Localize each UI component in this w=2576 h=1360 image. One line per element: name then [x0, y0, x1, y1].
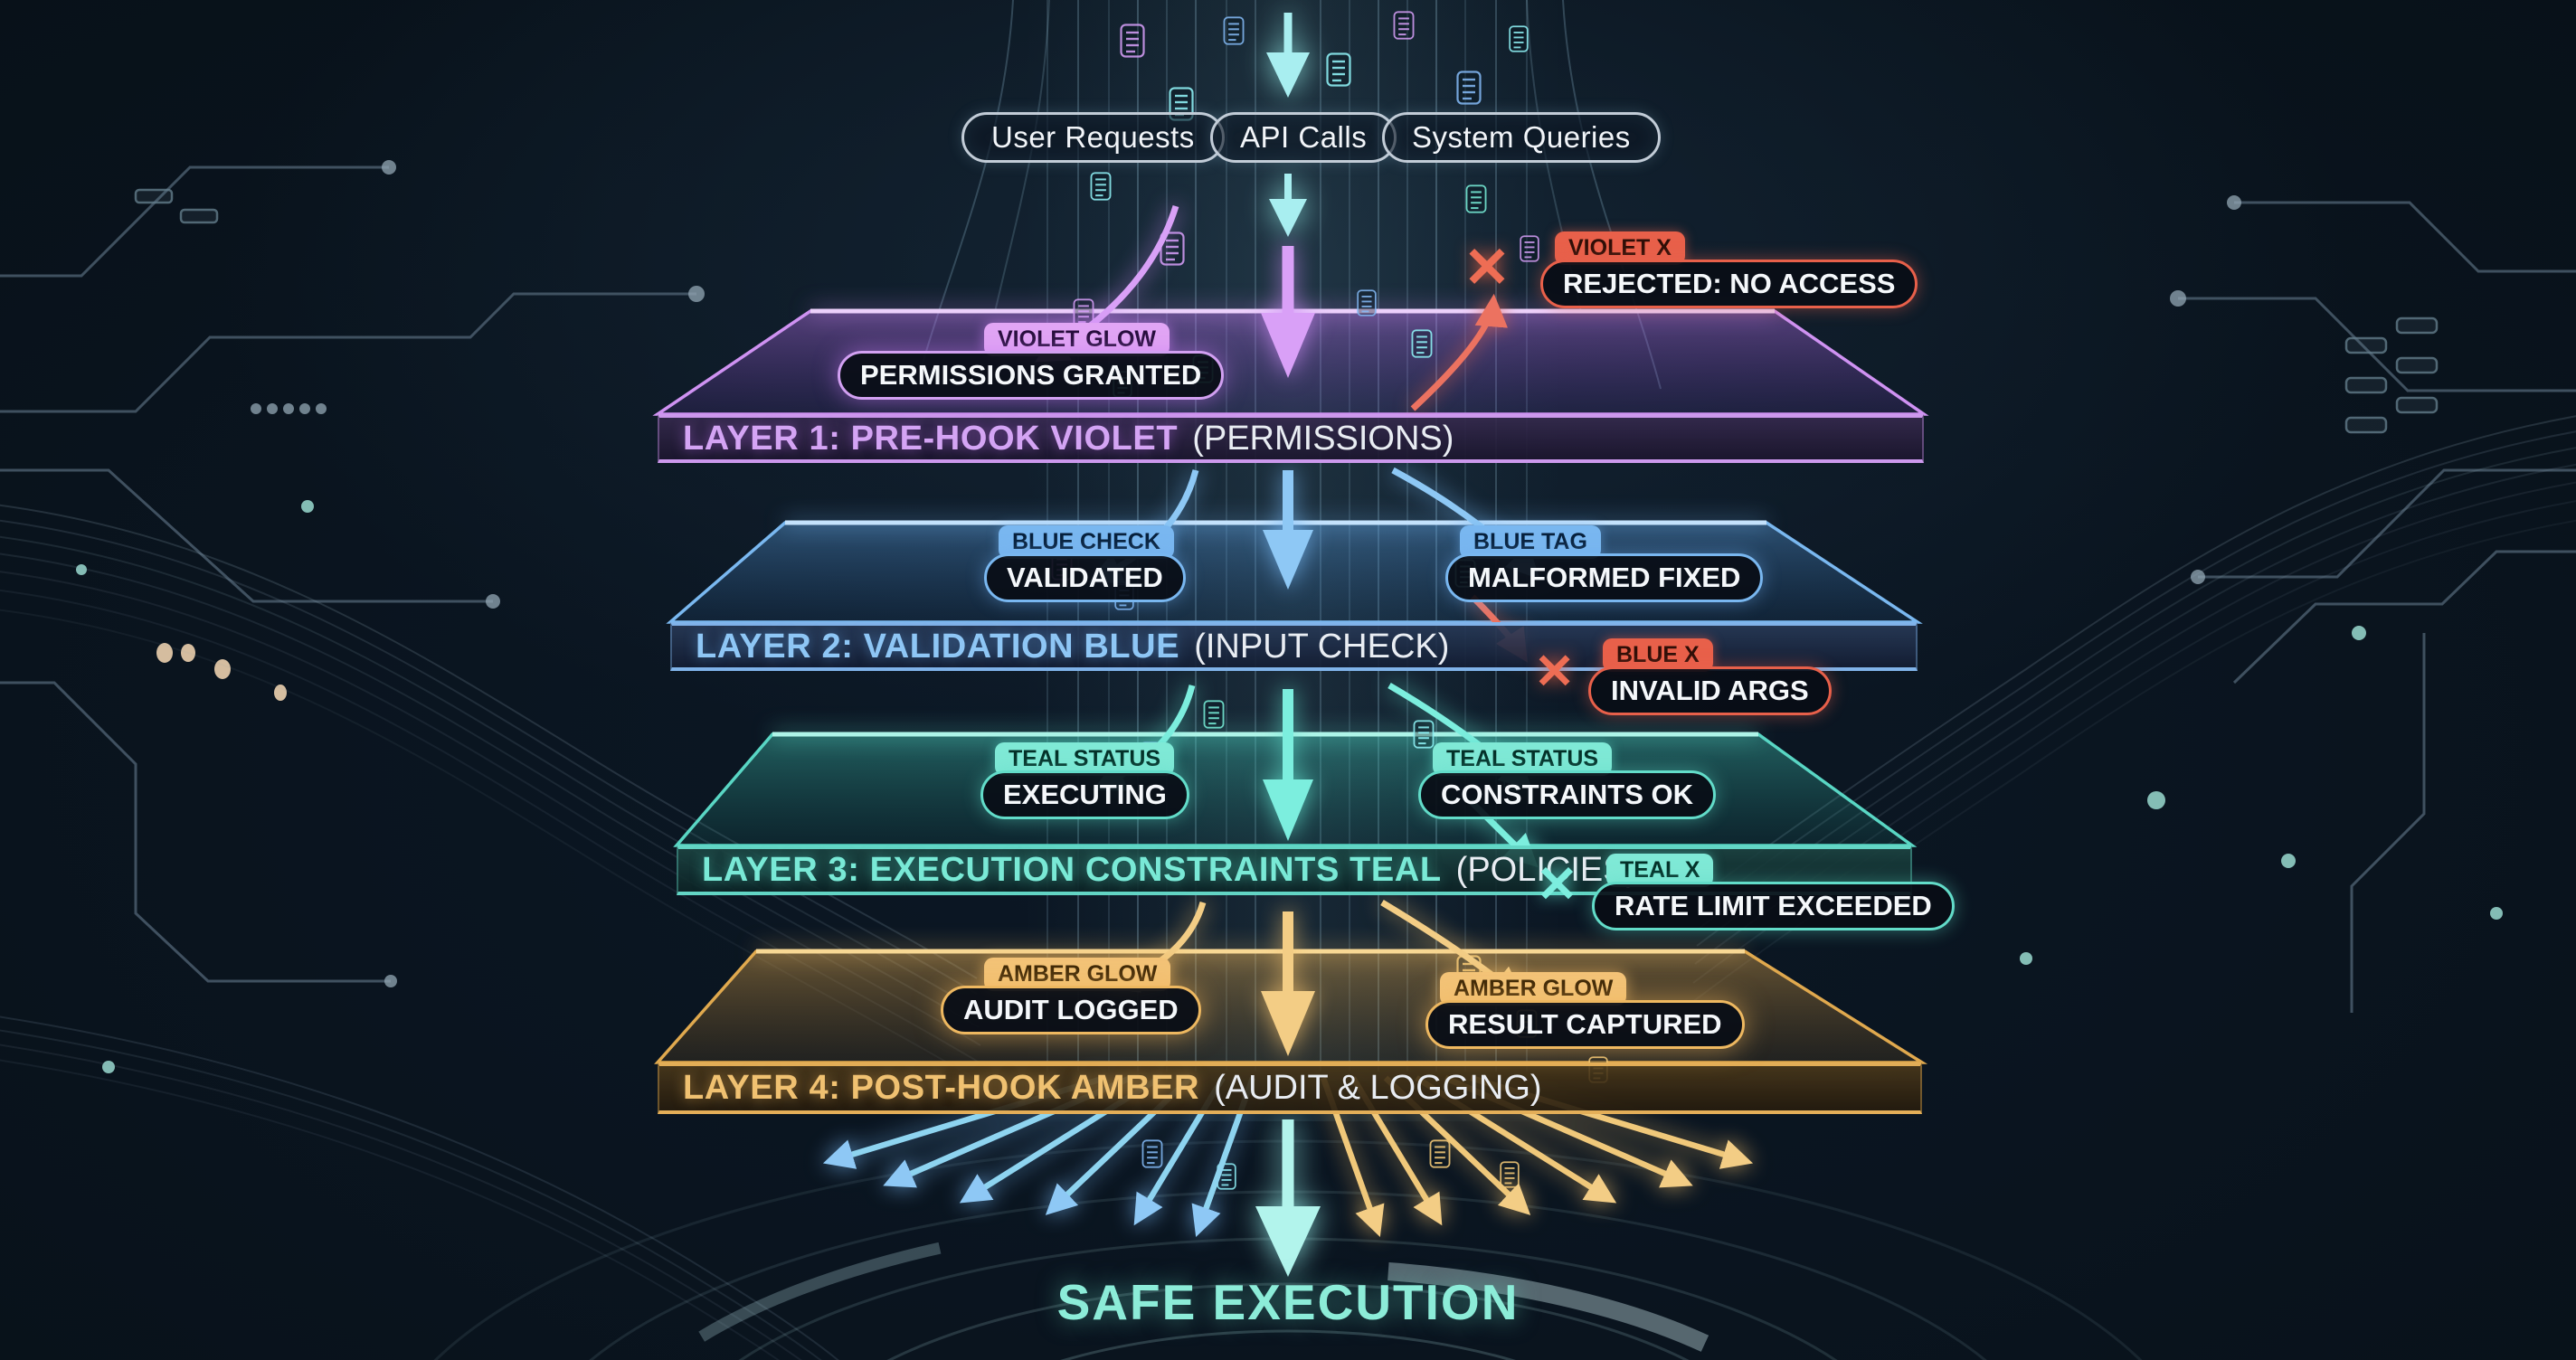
- layer4-name: LAYER 4: POST-HOOK AMBER: [683, 1069, 1200, 1107]
- safe-execution-label: SAFE EXECUTION: [1056, 1274, 1520, 1330]
- circuit-traces: [0, 160, 2576, 1073]
- badge-tag-teal-x: TEAL X: [1606, 854, 1714, 887]
- source-pill-user-requests: User Requests: [961, 112, 1225, 163]
- badge-invalid-args: BLUE X INVALID ARGS: [1588, 638, 1832, 715]
- badge-label-validated: VALIDATED: [984, 553, 1186, 602]
- layer3-name: LAYER 3: EXECUTION CONSTRAINTS TEAL: [702, 851, 1442, 889]
- badge-tag-amber-glow-right: AMBER GLOW: [1440, 972, 1627, 1006]
- layer1-qualifier: (PERMISSIONS): [1192, 419, 1454, 458]
- badge-rate-limit-exceeded: TEAL X RATE LIMIT EXCEEDED: [1592, 854, 1955, 930]
- badge-permissions-granted: VIOLET GLOW PERMISSIONS GRANTED: [838, 323, 1225, 400]
- source-pill-system-queries: System Queries: [1382, 112, 1661, 163]
- reject-x-icon-violet: ✕: [1463, 237, 1511, 299]
- badge-label-rate-limit-exceeded: RATE LIMIT EXCEEDED: [1592, 882, 1955, 930]
- layer2-title-bar: LAYER 2: VALIDATION BLUE (INPUT CHECK): [670, 622, 1918, 671]
- safe-flow-arrow: [1255, 1119, 1321, 1277]
- badge-tag-violet-glow: VIOLET GLOW: [984, 323, 1170, 356]
- blue-flow-arrow: [1263, 470, 1313, 590]
- badge-label-malformed-fixed: MALFORMED FIXED: [1445, 553, 1764, 602]
- badge-label-audit-logged: AUDIT LOGGED: [941, 986, 1201, 1034]
- teal-flow-arrow: [1263, 689, 1313, 841]
- badge-label-permissions-granted: PERMISSIONS GRANTED: [838, 351, 1225, 400]
- arrow-to-violet-reject: [1410, 293, 1508, 411]
- layer4-qualifier: (AUDIT & LOGGING): [1214, 1069, 1542, 1107]
- badge-rejected-no-access: VIOLET X REJECTED: NO ACCESS: [1540, 231, 1918, 308]
- layer4-title-bar: LAYER 4: POST-HOOK AMBER (AUDIT & LOGGIN…: [658, 1062, 1922, 1114]
- badge-label-rejected-no-access: REJECTED: NO ACCESS: [1540, 260, 1918, 308]
- violet-flow-arrow: [1261, 246, 1315, 378]
- badge-malformed-fixed: BLUE TAG MALFORMED FIXED: [1445, 525, 1764, 602]
- badge-label-invalid-args: INVALID ARGS: [1588, 666, 1832, 715]
- badge-tag-teal-status-left: TEAL STATUS: [995, 742, 1175, 776]
- source-pill-api-calls: API Calls: [1210, 112, 1397, 163]
- inflow-arrow-below-pills: [1269, 174, 1307, 237]
- badge-audit-logged: AMBER GLOW AUDIT LOGGED: [941, 958, 1201, 1034]
- layer2-name: LAYER 2: VALIDATION BLUE: [696, 627, 1180, 666]
- flow-arrows: [1255, 13, 1321, 1277]
- badge-label-constraints-ok: CONSTRAINTS OK: [1418, 770, 1716, 819]
- reject-x-icon-teal: ✕: [1536, 855, 1578, 912]
- reject-x-icon-blue: ✕: [1534, 645, 1576, 699]
- badge-tag-violet-x: VIOLET X: [1555, 231, 1685, 265]
- amber-flow-arrow: [1261, 911, 1315, 1056]
- layer1-name: LAYER 1: PRE-HOOK VIOLET: [683, 419, 1179, 458]
- badge-validated: BLUE CHECK VALIDATED: [984, 525, 1186, 602]
- badge-result-captured: AMBER GLOW RESULT CAPTURED: [1425, 972, 1745, 1049]
- badge-label-executing: EXECUTING: [980, 770, 1189, 819]
- badge-tag-blue-tag: BLUE TAG: [1460, 525, 1601, 559]
- badge-label-result-captured: RESULT CAPTURED: [1425, 1000, 1745, 1049]
- badge-tag-blue-check: BLUE CHECK: [999, 525, 1174, 559]
- badge-constraints-ok: TEAL STATUS CONSTRAINTS OK: [1418, 742, 1716, 819]
- layer1-title-bar: LAYER 1: PRE-HOOK VIOLET (PERMISSIONS): [658, 414, 1924, 463]
- layer2-qualifier: (INPUT CHECK): [1194, 627, 1450, 666]
- badge-tag-blue-x: BLUE X: [1603, 638, 1713, 672]
- chip-icons: [134, 188, 2439, 434]
- inflow-arrow-top: [1266, 13, 1310, 98]
- badge-executing: TEAL STATUS EXECUTING: [980, 742, 1189, 819]
